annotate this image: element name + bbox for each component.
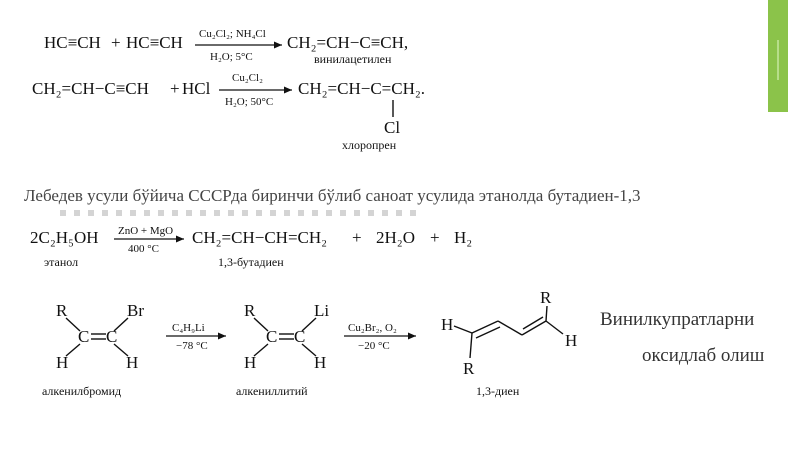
s2-bond-h1 [253,343,269,357]
r2-substituent: Cl [384,118,400,137]
reaction-4-arrow-1: C₄H₉Li −78 °C [166,322,226,352]
r2-reactant-b: HCl [182,79,211,98]
arrow1-condition-top: C₄H₉Li [172,322,205,334]
s2-h1: H [244,353,256,372]
arrow2-head [408,332,416,340]
reaction-4-structure-1: R Br C C H H алкенилбромид [42,301,144,398]
r2-plus: + [170,79,180,98]
s3-bond-h-right [545,320,564,335]
r3-byproduct-2: H₂ [454,228,472,247]
s3-r-top: R [540,288,552,307]
s3-h-right: H [565,331,577,350]
s3-bond-h-left [453,325,473,334]
s2-r: R [244,301,256,320]
r3-product: CH₂=CH−CH=CH₂ [192,228,327,247]
r3-plus-1: + [352,228,362,247]
s3-double-2a [521,320,547,336]
r2-product-label: хлоропрен [342,138,397,152]
s3-bond-r-top [545,305,548,322]
r1-product: CH₂=CH−C≡CH, [287,33,408,52]
s1-bond-h2 [113,343,129,357]
r3-arrow-head [176,235,184,243]
r2-arrow-head [284,86,292,94]
r1-condition-top: Cu₂Cl₂; NH₄Cl [199,28,266,40]
s2-bond-r [253,317,269,332]
s1-h2: H [126,353,138,372]
r1-arrow-head [274,41,282,49]
s2-c2: C [294,327,305,346]
s3-bond-r-bottom [469,332,473,359]
r1-reactant-a: HC≡CH [44,33,101,52]
paragraph-text: Лебедев усули бўйича СССРда биринчи бўли… [24,186,641,205]
side-note-line-1: Винилкупратларни [600,309,755,330]
s2-c1: C [266,327,277,346]
r3-condition-top: ZnO + MgO [118,225,173,237]
r1-product-label: винилацетилен [314,52,392,66]
reaction-3: 2C₂H₅OH этанол ZnO + MgO 400 °C CH₂=CH−C… [30,225,472,269]
r2-condition-top: Cu₂Cl₂ [232,72,263,84]
reaction-4-structure-3: H R R H 1,3-диен [441,288,577,398]
arrow1-head [218,332,226,340]
r1-reactant-b: HC≡CH [126,33,183,52]
s1-c2: C [106,327,117,346]
arrow2-condition-top: Cu₂Br₂, O₂ [348,322,397,334]
r2-reactant-a: CH₂=CH−C≡CH [32,79,149,98]
r3-reactant: 2C₂H₅OH [30,228,99,247]
s2-li: Li [314,301,329,320]
r1-condition-bottom: H₂O; 5°C [210,51,253,63]
s3-double-2b [522,316,544,330]
s3-double-1a [471,320,499,334]
reaction-4-arrow-2: Cu₂Br₂, O₂ −20 °C [344,322,416,352]
r3-reactant-label: этанол [44,255,78,269]
s3-h-left: H [441,315,453,334]
s3-r-bottom: R [463,359,475,378]
reaction-4-structure-2: R Li C C H H алкениллитий [236,301,329,398]
s1-h1: H [56,353,68,372]
arrow2-condition-bottom: −20 °C [358,340,390,352]
s2-bond-li [301,317,317,332]
s1-label: алкенилбромид [42,384,121,398]
s2-bond-h2 [301,343,317,357]
s1-c1: C [78,327,89,346]
r2-condition-bottom: H₂O; 50°C [225,96,273,108]
s1-bond-br [113,317,129,332]
s3-double-1b [475,326,501,339]
r2-product: CH₂=CH−C=CH₂. [298,79,425,98]
s2-label: алкениллитий [236,384,308,398]
s1-br: Br [127,301,144,320]
s3-label: 1,3-диен [476,384,520,398]
s1-bond-h1 [65,343,81,357]
r3-condition-bottom: 400 °C [128,243,159,255]
r3-product-label: 1,3-бутадиен [218,255,284,269]
s1-r: R [56,301,68,320]
reaction-1: HC≡CH + HC≡CH Cu₂Cl₂; NH₄Cl H₂O; 5°C CH₂… [44,28,408,66]
r3-plus-2: + [430,228,440,247]
r1-plus: + [111,33,121,52]
s1-bond-r [65,317,81,332]
s2-h2: H [314,353,326,372]
accent-bar [768,0,788,112]
s3-single [497,320,523,336]
arrow1-condition-bottom: −78 °C [176,340,208,352]
r3-byproduct-1: 2H₂O [376,228,415,247]
cut-off-line [60,210,420,216]
reaction-2: CH₂=CH−C≡CH + HCl Cu₂Cl₂ H₂O; 50°C CH₂=C… [32,72,425,152]
side-note-line-2: оксидлаб олиш [642,345,765,366]
